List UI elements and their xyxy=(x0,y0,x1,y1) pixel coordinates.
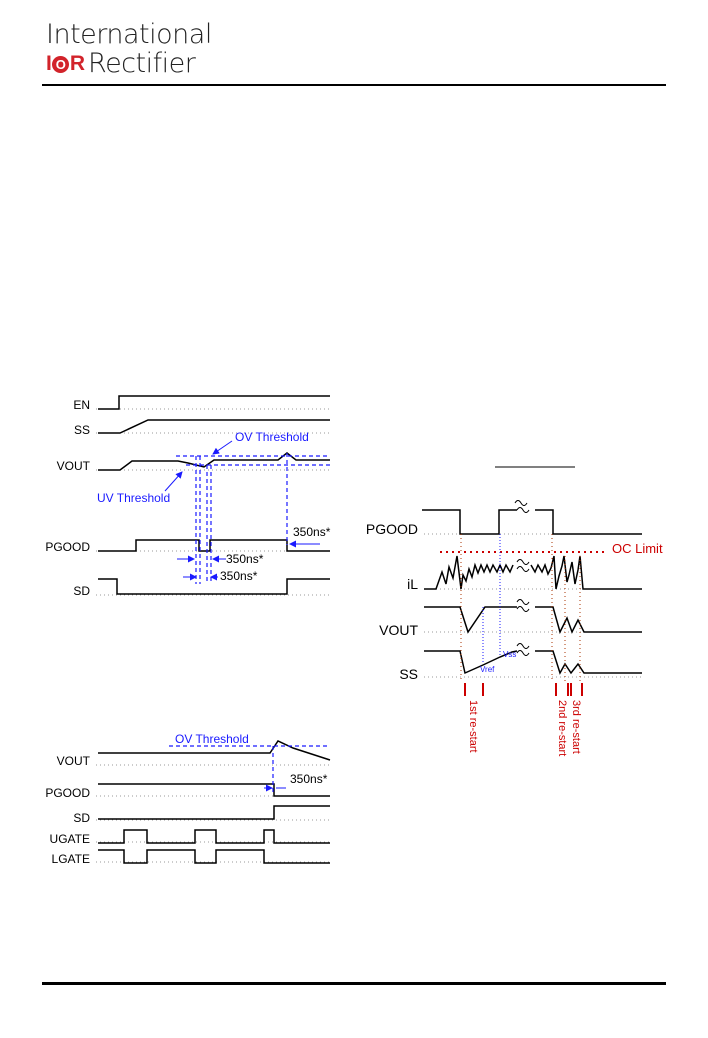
signal-label-ugate: UGATE xyxy=(50,832,90,846)
wave-pgood xyxy=(98,539,330,552)
diagram-oc: PGOOD iL VOUT SS OC Limit xyxy=(366,466,663,756)
wave-vout-3b xyxy=(535,606,642,635)
signal-label-vout-3: VOUT xyxy=(379,622,418,638)
wave-ugate xyxy=(98,829,330,844)
vss-label: Vss xyxy=(503,650,516,659)
wave-pgood-2 xyxy=(98,783,330,797)
wave-vout xyxy=(98,452,330,471)
wave-lgate xyxy=(98,849,330,864)
oc-limit-label: OC Limit xyxy=(612,541,663,556)
ov-threshold-label-2: OV Threshold xyxy=(175,732,249,746)
wave-vout-3 xyxy=(424,606,517,634)
restart-label-1: 1st re-start xyxy=(467,700,479,753)
wave-pgood-3 xyxy=(422,509,517,535)
wave-sd-2 xyxy=(98,805,330,820)
logo-text-word: Rectifier xyxy=(88,48,196,79)
signal-label-ss: SS xyxy=(74,423,90,437)
wave-vout-2 xyxy=(98,740,331,761)
signal-label-pgood-3: PGOOD xyxy=(366,521,418,537)
wave-il-b xyxy=(530,555,642,590)
signal-label-pgood: PGOOD xyxy=(45,540,90,554)
vref-label: Vref xyxy=(480,665,495,674)
wave-ss xyxy=(98,419,330,434)
wave-sd xyxy=(98,578,330,595)
restart-label-2: 2nd re-start xyxy=(556,700,568,756)
diagram-ovuv: EN SS VOUT PGOOD SD xyxy=(45,395,331,598)
signal-label-en: EN xyxy=(73,398,90,412)
delay-label-2: 350ns* xyxy=(226,552,264,566)
logo-text-line1: International xyxy=(46,19,212,50)
signal-label-il: iL xyxy=(407,576,418,592)
signal-label-ss-3: SS xyxy=(399,666,418,682)
footer-rule xyxy=(42,982,666,985)
ov-threshold-label: OV Threshold xyxy=(235,430,309,444)
signal-label-lgate: LGATE xyxy=(52,852,90,866)
delay-label-4: 350ns* xyxy=(290,772,328,786)
delay-label-3: 350ns* xyxy=(220,569,258,583)
signal-label-vout-2: VOUT xyxy=(57,754,91,768)
wave-il xyxy=(424,555,514,590)
wave-ss-3 xyxy=(424,650,518,675)
signal-label-pgood-2: PGOOD xyxy=(45,786,90,800)
signal-label-vout: VOUT xyxy=(57,459,91,473)
wave-pgood-3b xyxy=(535,509,642,535)
header-rule xyxy=(42,84,666,86)
restart-label-3: 3rd re-start xyxy=(570,700,582,754)
signal-label-sd-2: SD xyxy=(73,811,90,825)
wave-ss-3b xyxy=(535,650,642,675)
delay-label-1: 350ns* xyxy=(293,525,331,539)
wave-en xyxy=(98,395,330,410)
uv-threshold-label: UV Threshold xyxy=(97,491,170,505)
signal-label-sd: SD xyxy=(73,584,90,598)
diagram-ov-shutdown: VOUT PGOOD SD UGATE LGATE OV Threshold 3… xyxy=(45,732,331,866)
